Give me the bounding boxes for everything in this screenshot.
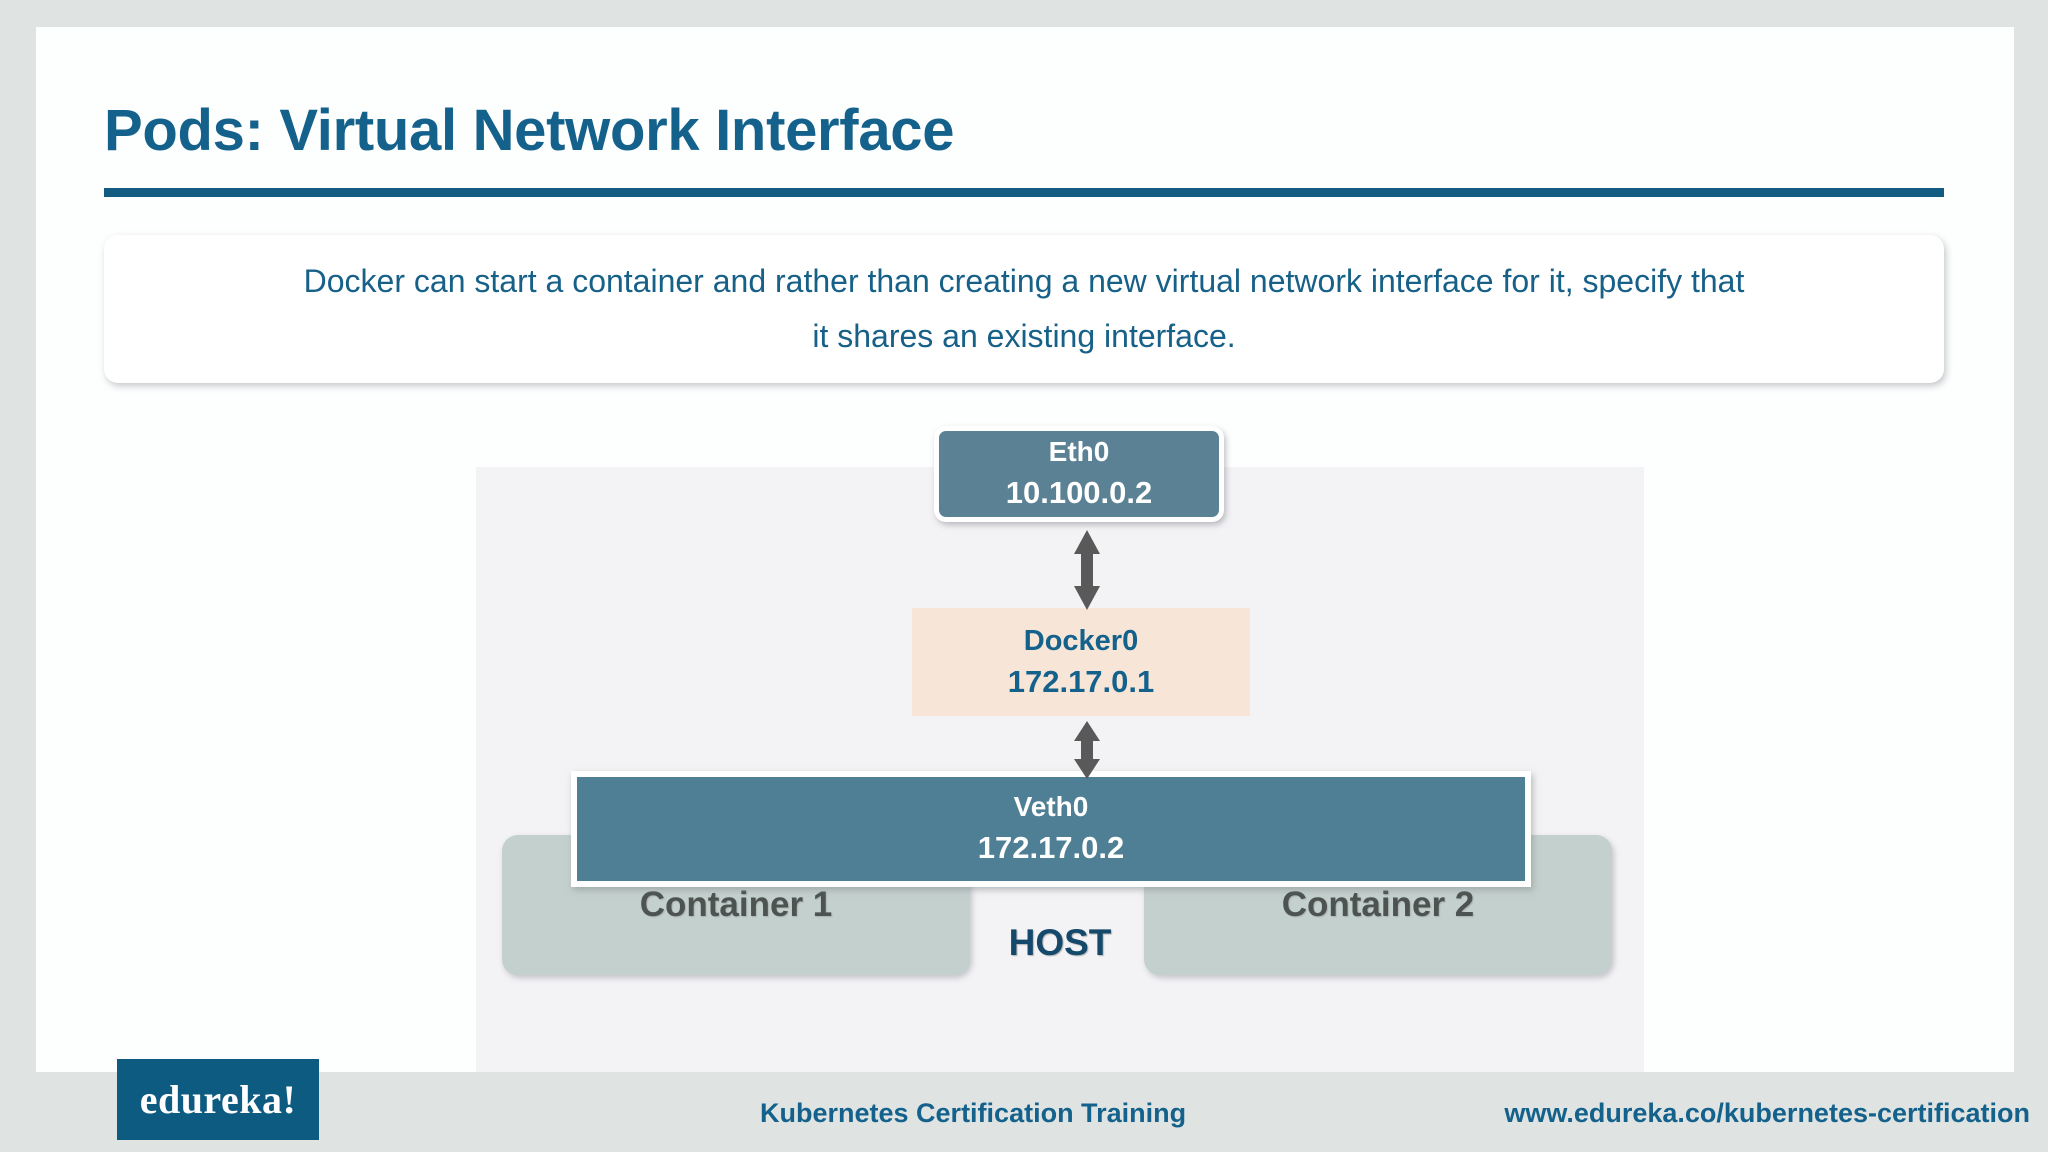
callout-line-1: Docker can start a container and rather …	[303, 262, 1745, 299]
edureka-logo-text: edureka!	[139, 1077, 297, 1122]
host-region: HOST	[476, 467, 1644, 1072]
docker0-name: Docker0	[1023, 624, 1139, 657]
docker0-node: Docker0 172.17.0.1	[912, 608, 1250, 716]
footer-url: www.edureka.co/kubernetes-certification	[1504, 1098, 2030, 1128]
eth0-docker0-arrow	[1074, 530, 1100, 610]
footer-bar	[0, 1072, 2048, 1152]
callout-line-2: it shares an existing interface.	[812, 318, 1236, 354]
slide-canvas: Pods: Virtual Network Interface Docker c…	[36, 27, 2014, 1072]
veth0-name: Veth0	[1013, 791, 1089, 823]
edureka-logo: edureka!	[117, 1059, 319, 1140]
footer-course-title: Kubernetes Certification Training	[760, 1098, 1187, 1128]
eth0-ip: 10.100.0.2	[1005, 474, 1153, 510]
callout-textbox: Docker can start a container and rather …	[104, 235, 1944, 383]
host-label: HOST	[1008, 922, 1112, 963]
veth0-ip: 172.17.0.2	[977, 829, 1125, 865]
page-title: Pods: Virtual Network Interface	[104, 98, 955, 163]
container-2-label: Container 2	[1281, 885, 1475, 924]
veth0-node: Veth0 172.17.0.2	[571, 771, 1531, 887]
title-divider	[104, 188, 1944, 197]
container-1-label: Container 1	[639, 885, 833, 924]
docker0-ip: 172.17.0.1	[1007, 663, 1155, 699]
docker0-veth0-arrow	[1074, 721, 1100, 779]
eth0-name: Eth0	[1048, 436, 1110, 468]
eth0-node: Eth0 10.100.0.2	[934, 426, 1224, 522]
